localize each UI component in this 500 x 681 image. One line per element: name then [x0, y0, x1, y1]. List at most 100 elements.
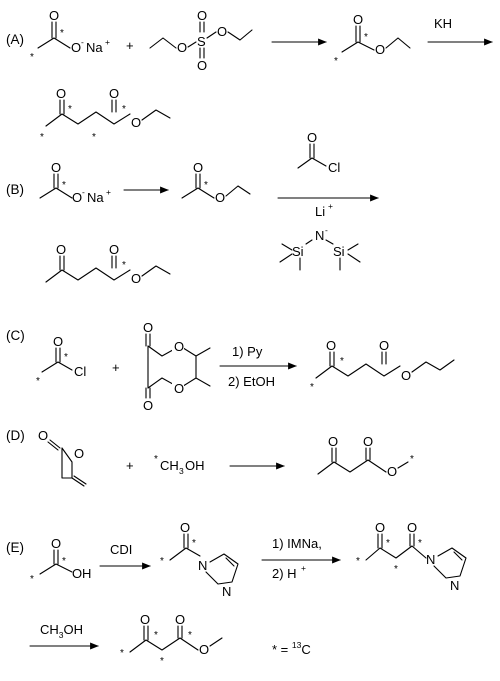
svg-text:O: O [328, 434, 338, 449]
svg-text:Na: Na [86, 40, 103, 55]
svg-text:OH: OH [185, 458, 205, 473]
svg-text:*: * [30, 52, 34, 63]
svg-text:O: O [56, 242, 66, 257]
isotope-legend: * = 13C [272, 640, 311, 657]
svg-text:*: * [122, 104, 126, 115]
svg-text:*: * [120, 648, 124, 659]
svg-text:O: O [140, 612, 150, 627]
svg-text:O: O [49, 8, 59, 23]
svg-text:O: O [175, 612, 185, 627]
svg-text:*: * [192, 538, 196, 549]
svg-text:O: O [143, 320, 153, 335]
reagent-imna: 1) IMNa, [272, 536, 322, 551]
svg-text:*: * [160, 556, 164, 567]
svg-text:O: O [180, 520, 190, 535]
labeled-methanol-d: * CH 3 OH [154, 454, 205, 476]
svg-text:*: * [356, 556, 360, 567]
svg-text:*: * [310, 382, 314, 393]
svg-text:O: O [72, 566, 82, 581]
svg-text:S: S [197, 34, 206, 49]
svg-text:O: O [307, 130, 317, 145]
scheme-label-e: (E) [6, 540, 24, 555]
svg-text:Cl: Cl [74, 364, 86, 379]
reagent-cdi: CDI [110, 542, 132, 557]
acetoacetyl-imidazole: O O * * * * N N [356, 520, 467, 593]
acetyl-chloride-b: O Cl [297, 130, 340, 175]
plus-sign-a: + [126, 38, 134, 53]
svg-text:O: O [177, 40, 187, 55]
svg-text:+: + [301, 563, 306, 573]
svg-text:O: O [131, 115, 141, 130]
svg-text:O: O [407, 520, 417, 535]
svg-text:*: * [364, 32, 368, 43]
svg-text:O: O [56, 86, 66, 101]
svg-text:O: O [131, 271, 141, 286]
scheme-label-c: (C) [6, 328, 25, 343]
svg-text:*: * [154, 454, 158, 465]
svg-text:*: * [92, 132, 96, 143]
svg-text:*: * [386, 538, 390, 549]
reagent-etoh: 2) EtOH [228, 374, 275, 389]
svg-text:+: + [105, 37, 110, 47]
svg-text:O: O [197, 8, 207, 23]
methyl-acetoacetate-d: O O O * [317, 434, 414, 479]
diethyl-sulfate: O S O O O [149, 8, 253, 73]
svg-text:CH: CH [160, 458, 179, 473]
svg-text:Na: Na [87, 190, 104, 205]
sodium-acetate-a: O * * O - Na + [30, 8, 110, 63]
acetic-acid-e: O * * O H [30, 536, 91, 585]
svg-text:+: + [328, 201, 333, 211]
svg-text:N: N [222, 584, 231, 599]
svg-text:O: O [51, 160, 61, 175]
svg-text:*: * [60, 28, 64, 39]
svg-text:*: * [36, 376, 40, 387]
svg-text:N: N [426, 552, 435, 567]
svg-text:*: * [154, 630, 158, 641]
reagent-methanol-e: CH3OH [40, 622, 83, 640]
ethyl-acetate-b: O * O [181, 160, 251, 205]
svg-text:*: * [410, 454, 414, 465]
reagent-acid: 2) H + [272, 563, 306, 581]
svg-text:O: O [38, 428, 48, 443]
ethyl-acetoacetate-b: O O * O [45, 242, 171, 286]
svg-text:-: - [325, 225, 328, 235]
svg-text:*: * [188, 630, 192, 641]
svg-text:O: O [401, 368, 411, 383]
svg-text:*: * [62, 556, 66, 567]
sodium-acetate-b: O * O - Na + [39, 160, 111, 205]
svg-text:Cl: Cl [328, 160, 340, 175]
svg-text:H: H [82, 566, 91, 581]
plus-sign-c: + [112, 360, 120, 375]
svg-text:O: O [71, 40, 81, 55]
ethyl-acetoacetate-c: O O * * O [310, 338, 455, 393]
svg-text:O: O [174, 381, 184, 396]
svg-text:*: * [40, 132, 44, 143]
scheme-label-b: (B) [6, 182, 24, 197]
svg-text:O: O [109, 86, 119, 101]
svg-text:O: O [363, 434, 373, 449]
svg-text:O: O [215, 190, 225, 205]
svg-text:*: * [204, 180, 208, 191]
scheme-label-a: (A) [6, 32, 24, 47]
svg-text:-: - [81, 37, 84, 47]
svg-text:O: O [353, 12, 363, 27]
svg-text:-: - [82, 187, 85, 197]
svg-text:O: O [51, 536, 61, 551]
svg-text:O: O [72, 190, 82, 205]
svg-text:N: N [315, 228, 324, 243]
svg-text:O: O [379, 338, 389, 353]
svg-text:*: * [62, 180, 66, 191]
svg-text:O: O [74, 446, 84, 461]
svg-text:2) H: 2) H [272, 566, 297, 581]
ethyl-acetate-a: O * * O [334, 12, 411, 67]
svg-text:O: O [143, 398, 153, 413]
svg-text:N: N [198, 558, 207, 573]
svg-text:O: O [199, 642, 209, 657]
scheme-label-d: (D) [6, 428, 25, 443]
svg-text:*: * [394, 564, 398, 575]
svg-text:O: O [109, 242, 119, 257]
svg-text:Si: Si [333, 244, 345, 259]
svg-text:*: * [334, 56, 338, 67]
svg-text:O: O [375, 42, 385, 57]
